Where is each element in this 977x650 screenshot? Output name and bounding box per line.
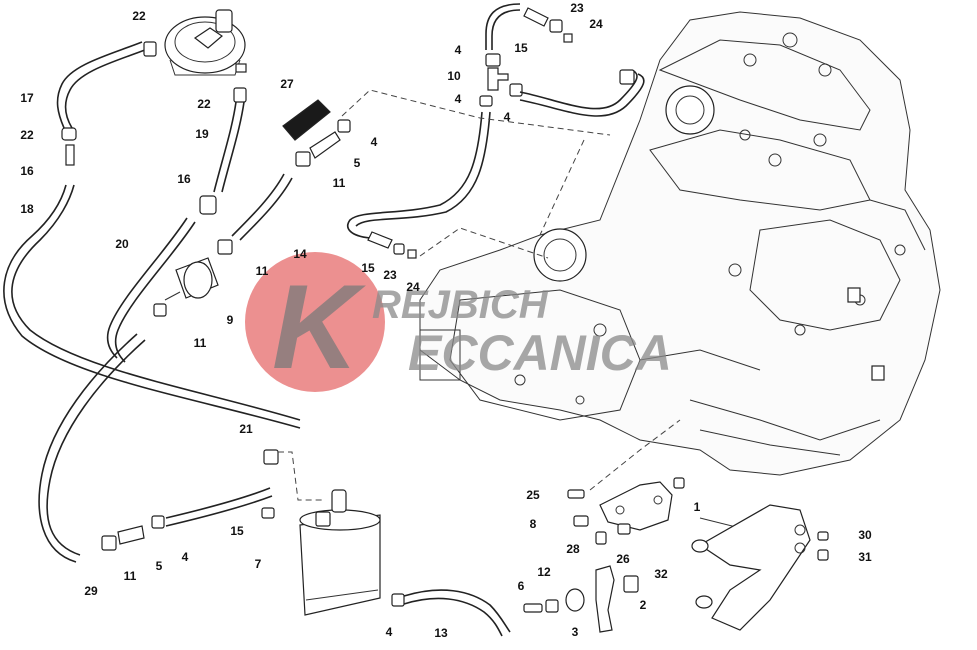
evap-canister	[299, 489, 511, 637]
part-label-l12: 12	[537, 565, 551, 579]
part-label-l30: 30	[858, 528, 872, 542]
watermark-word-2: ECCANICA	[408, 325, 672, 381]
part-label-l29: 29	[84, 584, 98, 598]
part-label-l4c: 4	[386, 625, 393, 639]
part-label-l20: 20	[115, 237, 129, 251]
part-label-l4e: 4	[455, 92, 462, 106]
part-label-l11b: 11	[256, 264, 269, 278]
part-label-l18: 18	[20, 202, 34, 216]
part-label-l7: 7	[255, 557, 262, 571]
part-label-l31: 31	[858, 550, 872, 564]
part-label-l26: 26	[616, 552, 630, 566]
part-label-l28: 28	[566, 542, 580, 556]
part-label-l22b: 22	[197, 97, 211, 111]
part-label-l23a: 23	[570, 1, 584, 15]
part-label-l11d: 11	[124, 569, 137, 583]
part-label-l9: 9	[227, 313, 234, 327]
part-label-l23b: 23	[383, 268, 397, 282]
part-label-l22c: 22	[20, 128, 34, 142]
engine-assembly	[419, 11, 941, 476]
part-label-l25: 25	[526, 488, 540, 502]
part-label-l16a: 16	[20, 164, 34, 178]
part-label-l19: 19	[195, 127, 209, 141]
brackets	[523, 477, 829, 633]
part-label-l21: 21	[239, 422, 253, 436]
part-label-l5b: 5	[156, 559, 163, 573]
part-label-l3: 3	[572, 625, 579, 639]
part-label-l2: 2	[640, 598, 647, 612]
part-label-l17: 17	[20, 91, 34, 105]
part-label-l24a: 24	[589, 17, 603, 31]
watermark-word-1: REJBICH	[372, 283, 549, 327]
part-label-l15c: 15	[361, 261, 375, 275]
part-label-l11a: 11	[333, 176, 346, 190]
part-label-l5a: 5	[354, 156, 361, 170]
part-label-l14: 14	[293, 247, 307, 261]
part-label-l4a: 4	[371, 135, 378, 149]
part-label-l15b: 15	[514, 41, 528, 55]
part-label-l6: 6	[518, 579, 525, 593]
hoses-right	[346, 3, 645, 259]
part-label-l15a: 15	[230, 524, 244, 538]
part-number-labels: 2222172216181927451116201411911211574511…	[20, 1, 872, 640]
part-label-l4f: 4	[504, 110, 511, 124]
part-label-l27: 27	[280, 77, 294, 91]
part-label-l32: 32	[654, 567, 668, 581]
part-label-l16b: 16	[177, 172, 191, 186]
part-label-l11c: 11	[194, 336, 207, 350]
hoses-left	[3, 41, 351, 563]
part-label-l4b: 4	[182, 550, 189, 564]
watermark-logo-letter: K	[272, 260, 366, 394]
part-label-l10: 10	[447, 69, 461, 83]
fuel-tank-cap	[164, 9, 247, 76]
part-label-l13: 13	[434, 626, 448, 640]
part-label-l1: 1	[694, 500, 701, 514]
watermark-circle	[245, 252, 385, 392]
part-label-l8: 8	[530, 517, 537, 531]
part-label-l22a: 22	[132, 9, 146, 23]
watermark-logo: K REJBICH ECCANICA	[245, 252, 672, 394]
part-label-l4d: 4	[455, 43, 462, 57]
part-label-l24b: 24	[406, 280, 420, 294]
